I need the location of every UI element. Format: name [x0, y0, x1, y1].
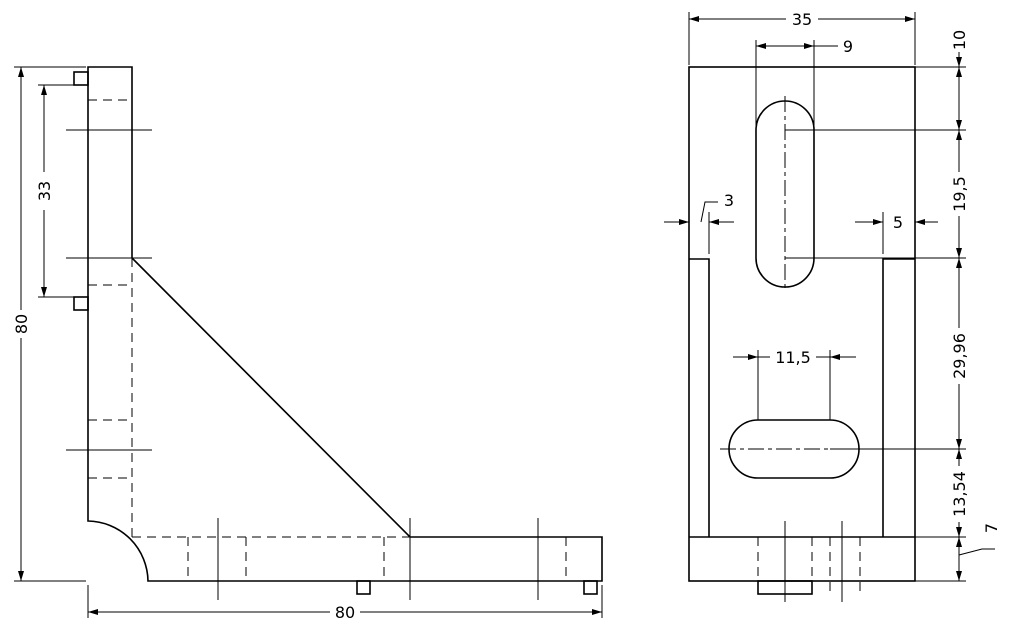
front-view: 35 9 10 19,5 29,96 13,54 7 3 5: [664, 10, 1001, 602]
dim-base-thickness: 7: [982, 523, 1001, 533]
dim-slot-width: 9: [843, 37, 853, 56]
side-view-outline: [87, 66, 603, 582]
dim-overall-length: 80: [335, 603, 355, 622]
horizontal-slot: [728, 419, 860, 479]
tab-bottom-1: [356, 580, 371, 595]
side-view: 80 33 80: [12, 66, 603, 622]
tab-mid: [73, 296, 89, 311]
dim-slot-offset: 33: [35, 181, 54, 201]
dim-slot-length: 19,5: [950, 176, 969, 212]
dim-overall-height: 80: [12, 314, 31, 334]
dim-width: 35: [792, 10, 812, 29]
dim-wall-left: 3: [724, 191, 734, 210]
dim-horizontal-slot-width: 11,5: [775, 348, 811, 367]
tab-top: [73, 71, 89, 86]
dim-middle-offset: 29,96: [950, 333, 969, 379]
dim-wall-right: 5: [893, 213, 903, 232]
front-view-outline: [688, 66, 916, 582]
tab-bottom-2: [583, 580, 598, 595]
dim-top-offset: 10: [950, 30, 969, 50]
dim-lower-offset: 13,54: [950, 471, 969, 517]
